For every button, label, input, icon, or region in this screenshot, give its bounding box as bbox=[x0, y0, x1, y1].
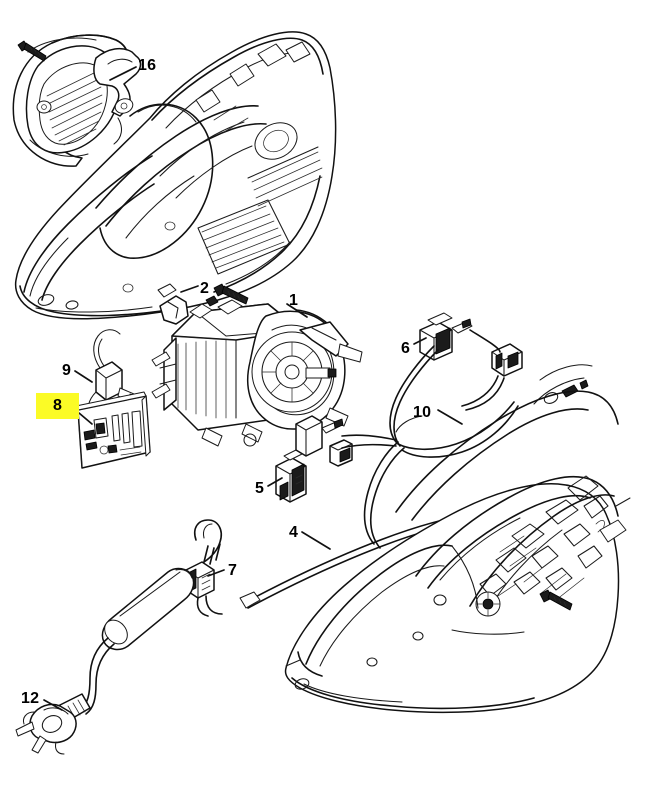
electric-motor-icon bbox=[151, 295, 363, 447]
callout-number-8: 8 bbox=[52, 397, 63, 414]
callout-number-2: 2 bbox=[200, 280, 210, 297]
leader-5 bbox=[267, 477, 283, 487]
screw-icon bbox=[213, 283, 249, 305]
callout-number-5: 5 bbox=[255, 480, 265, 497]
screw-icon bbox=[539, 589, 573, 611]
highlight-box-callout-8: 8 bbox=[36, 393, 79, 419]
power-plug-icon bbox=[15, 637, 115, 755]
connector-icon bbox=[185, 519, 223, 617]
filter-cover-icon bbox=[12, 34, 142, 167]
callout-number-10: 10 bbox=[413, 404, 432, 421]
housing-shell-icon bbox=[284, 364, 631, 714]
callout-number-6: 6 bbox=[401, 340, 411, 357]
callout-number-16: 16 bbox=[138, 57, 157, 74]
leader-10 bbox=[437, 409, 463, 425]
leader-1 bbox=[286, 303, 308, 318]
housing-shell-icon bbox=[14, 31, 337, 320]
leader-9 bbox=[74, 370, 93, 383]
callout-number-9: 9 bbox=[62, 362, 72, 379]
callout-number-7: 7 bbox=[228, 562, 238, 579]
circuit-board-icon bbox=[75, 391, 151, 469]
leader-6 bbox=[413, 337, 427, 345]
brush-holder-switch-icon bbox=[275, 449, 307, 503]
leader-12 bbox=[43, 699, 63, 711]
wire-harness-icon bbox=[341, 329, 523, 549]
callout-number-4: 4 bbox=[289, 524, 299, 541]
motor-bracket-clip-icon bbox=[157, 283, 189, 325]
callout-number-1: 1 bbox=[289, 292, 299, 309]
leader-4 bbox=[301, 531, 331, 550]
callout-number-12: 12 bbox=[21, 690, 40, 707]
leader-2 bbox=[180, 285, 199, 293]
terminal-block-icon bbox=[295, 415, 344, 457]
connector-icon bbox=[329, 439, 353, 467]
handle-grip-icon bbox=[101, 567, 195, 651]
leader-7 bbox=[207, 569, 225, 577]
screw-icon bbox=[17, 40, 47, 62]
micro-switch-icon bbox=[419, 312, 473, 361]
leader-16 bbox=[109, 66, 137, 81]
leader-8 bbox=[78, 412, 93, 425]
